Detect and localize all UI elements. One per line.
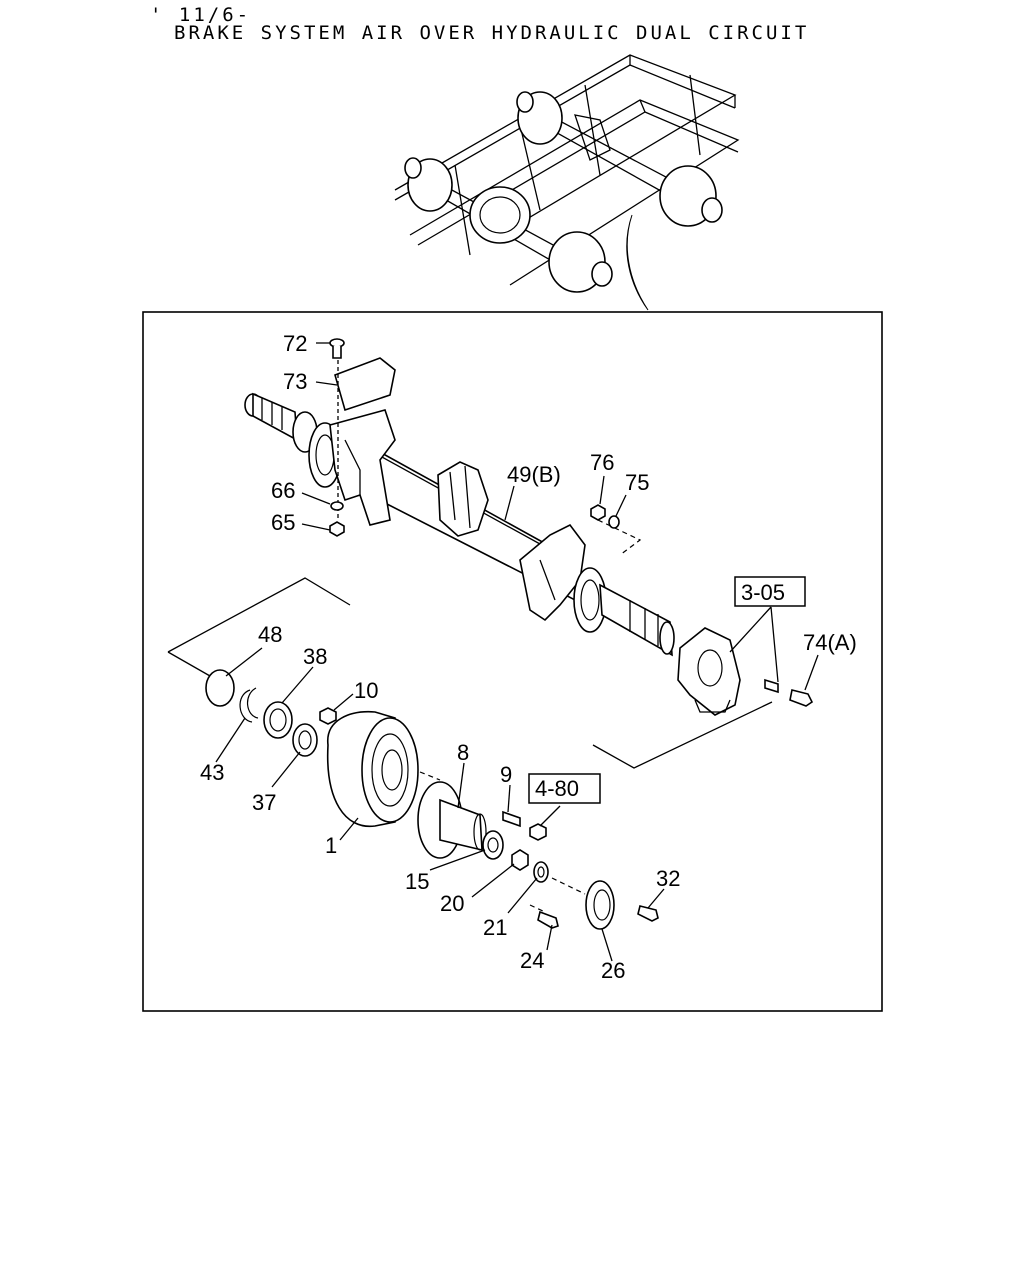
label-26: 26 — [601, 958, 625, 983]
bolt-72 — [329, 338, 345, 359]
chassis-overview — [394, 54, 740, 311]
detail-frame — [142, 311, 883, 1012]
bracket-lower-right — [592, 701, 773, 769]
axle-housing — [244, 392, 675, 657]
wheel-nut — [529, 823, 547, 841]
label-21: 21 — [483, 915, 507, 940]
label-76: 76 — [590, 450, 614, 475]
dash-cap — [551, 877, 586, 895]
wheel-hub-8 — [417, 781, 487, 859]
label-75: 75 — [625, 470, 649, 495]
leader-lines — [215, 342, 819, 962]
label-3-05: 3-05 — [741, 580, 785, 605]
washer-66 — [330, 501, 344, 511]
bracket-lower-left — [167, 651, 211, 677]
washer-75 — [608, 515, 620, 529]
oil-seal-38 — [263, 701, 293, 739]
lock-nut-20 — [511, 849, 529, 871]
bolt-74b — [789, 689, 814, 707]
label-20: 20 — [440, 891, 464, 916]
page-title: BRAKE SYSTEM AIR OVER HYDRAULIC DUAL CIR… — [174, 22, 810, 44]
ref-box-4-80 — [528, 773, 601, 804]
label-37: 37 — [252, 790, 276, 815]
dash-drum — [419, 771, 441, 781]
bracket-upper-left — [167, 577, 351, 653]
dash-75 — [597, 519, 642, 556]
label-72: 72 — [283, 331, 307, 356]
label-24: 24 — [520, 948, 544, 973]
anchor-plate — [677, 627, 741, 716]
label-38: 38 — [303, 644, 327, 669]
date-code: ' 11/6- — [150, 4, 252, 26]
label-1: 1 — [325, 833, 337, 858]
bolt-32 — [637, 905, 659, 922]
snap-ring-43 — [239, 689, 253, 723]
label-73: 73 — [283, 369, 307, 394]
label-65: 65 — [271, 510, 295, 535]
label-49b: 49(B) — [507, 462, 561, 487]
label-74a: 74(A) — [803, 630, 857, 655]
brake-drum-1 — [326, 710, 419, 828]
bolt-24 — [537, 910, 559, 929]
label-48: 48 — [258, 622, 282, 647]
label-43: 43 — [200, 760, 224, 785]
bearing-37 — [292, 723, 318, 757]
label-9: 9 — [500, 762, 512, 787]
nut-10 — [319, 707, 337, 725]
nut-65 — [329, 521, 345, 537]
bearing-15 — [482, 830, 504, 860]
callout-labels: 72 73 66 65 49(B) 76 75 3-05 74(A) 48 38… — [200, 331, 857, 983]
nut-76 — [590, 504, 606, 521]
spring-seat-73 — [334, 357, 396, 412]
dash-24 — [529, 904, 546, 913]
bolt-74a — [764, 678, 779, 694]
label-4-80: 4-80 — [535, 776, 579, 801]
label-8: 8 — [457, 740, 469, 765]
label-32: 32 — [656, 866, 680, 891]
hub-cover-48 — [205, 669, 235, 707]
ref-box-3-05 — [734, 576, 806, 607]
hub-stud-9 — [502, 810, 521, 828]
lock-washer-21 — [533, 861, 549, 883]
label-15: 15 — [405, 869, 429, 894]
label-66: 66 — [271, 478, 295, 503]
label-10: 10 — [354, 678, 378, 703]
